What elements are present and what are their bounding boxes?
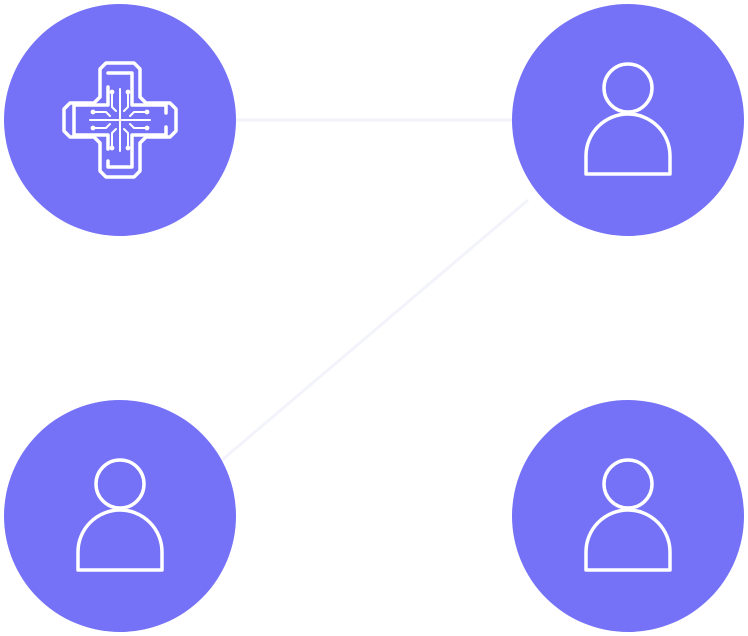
user-icon — [584, 62, 672, 176]
medical-network-cross-icon — [62, 61, 178, 179]
user-icon — [76, 458, 164, 572]
user-icon — [584, 458, 672, 572]
user-node — [4, 400, 236, 632]
user-node — [512, 400, 744, 632]
hub-node — [4, 4, 236, 236]
connector-user-to-user — [221, 198, 529, 462]
user-node — [512, 4, 744, 236]
